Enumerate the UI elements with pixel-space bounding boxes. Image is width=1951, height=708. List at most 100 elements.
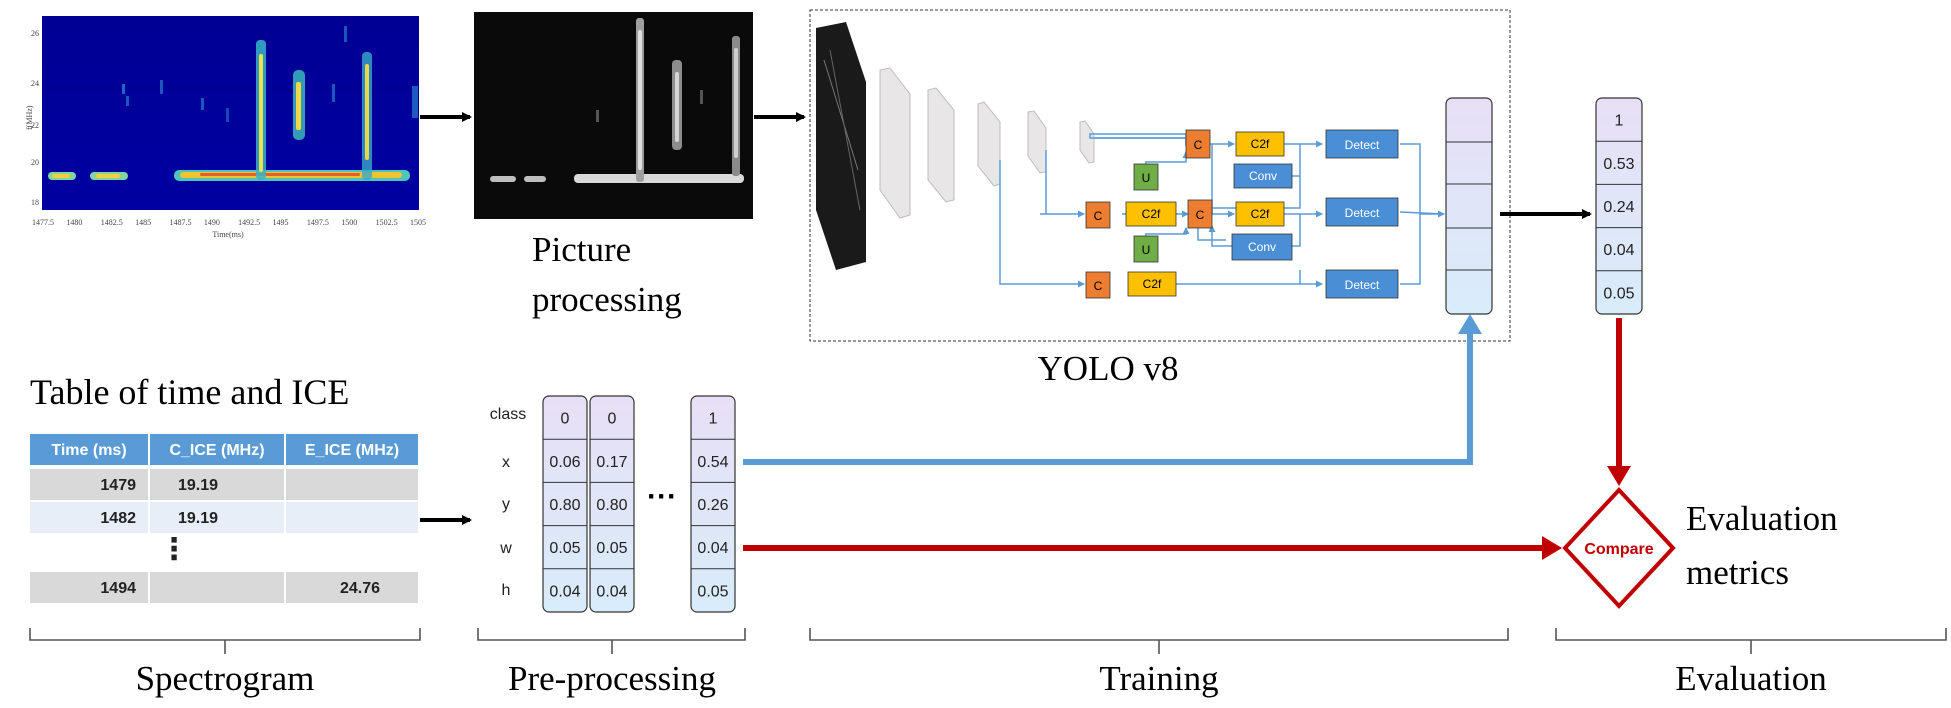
spectrogram-y-tick: 24 bbox=[31, 79, 39, 88]
evaluation-metrics-line2: metrics bbox=[1686, 553, 1789, 592]
preprocessing-row-label: w bbox=[499, 540, 512, 557]
table-cell bbox=[150, 469, 284, 500]
preprocessing-vector bbox=[589, 395, 635, 613]
table-header-label: Time (ms) bbox=[51, 442, 126, 459]
yolo-panel: C C2f U Conv C C2f C C2f bbox=[809, 9, 1511, 342]
backbone-feature-maps bbox=[816, 22, 1095, 270]
preprocessing-vector-value: 0.05 bbox=[596, 540, 627, 557]
block-u-bottom: U bbox=[1133, 235, 1159, 263]
table-title: Table of time and ICE bbox=[30, 372, 349, 412]
svg-text:U: U bbox=[1142, 243, 1151, 257]
table-header-cell bbox=[150, 434, 284, 465]
block-c2f-bottom: C2f bbox=[1127, 271, 1177, 297]
spectrogram-x-tick: 1487.5 bbox=[169, 218, 191, 227]
output-vector-value: 0.04 bbox=[1603, 242, 1634, 259]
spectrogram-x-tick: 1480 bbox=[66, 218, 82, 227]
spectrogram-y-tick: 18 bbox=[31, 198, 39, 207]
preprocessing-labels: class x y w h bbox=[490, 406, 526, 599]
detect-head-middle: Detect bbox=[1325, 197, 1399, 227]
preprocessing-vectors: 00.060.800.050.0400.170.800.050.0410.540… bbox=[542, 395, 736, 613]
svg-text:C2f: C2f bbox=[1142, 207, 1161, 221]
preprocessing-vector-value: 0.04 bbox=[697, 540, 728, 557]
block-conv-bottom: Conv bbox=[1231, 233, 1293, 261]
table-cell bbox=[30, 572, 148, 603]
spectrogram-x-tick: 1495 bbox=[273, 218, 289, 227]
svg-text:U: U bbox=[1142, 171, 1151, 185]
svg-text:C2f: C2f bbox=[1143, 277, 1162, 291]
table-header-cell bbox=[30, 434, 148, 465]
stage-label-spectrogram: Spectrogram bbox=[136, 659, 315, 698]
preprocessing-row-label: h bbox=[502, 582, 511, 599]
svg-text:C: C bbox=[1094, 279, 1103, 293]
evaluation-metrics-line1: Evaluation bbox=[1686, 499, 1838, 538]
spectrogram-x-tick: 1482.5 bbox=[101, 218, 123, 227]
table-header-label: E_ICE (MHz) bbox=[305, 442, 399, 459]
detect-head-top: Detect bbox=[1325, 129, 1399, 159]
brace-evaluation bbox=[1555, 628, 1947, 654]
preprocessing-vector-value: 0.26 bbox=[697, 497, 728, 514]
table-cell bbox=[286, 502, 418, 533]
table-cell bbox=[150, 502, 284, 533]
spectrogram-x-tick: 1485 bbox=[135, 218, 151, 227]
spectrogram-x-tick: 1497.5 bbox=[307, 218, 329, 227]
prediction-vector bbox=[1445, 97, 1493, 315]
block-c-top: C bbox=[1185, 129, 1211, 159]
preprocessing-vector bbox=[542, 395, 588, 613]
table-cell-value: 19.19 bbox=[178, 477, 218, 494]
table-cell bbox=[30, 469, 148, 500]
svg-text:C: C bbox=[1194, 138, 1203, 152]
spectrogram-y-tick: 20 bbox=[31, 158, 39, 167]
preprocessing-vector-value: 0.05 bbox=[549, 540, 580, 557]
svg-text:C2f: C2f bbox=[1251, 137, 1270, 151]
preprocessing-vector-value: 0.04 bbox=[596, 583, 627, 600]
yolo-title: YOLO v8 bbox=[1038, 349, 1179, 388]
preprocessing-row-label: x bbox=[502, 454, 510, 471]
stage-braces bbox=[29, 628, 1947, 654]
table-cell bbox=[30, 535, 148, 566]
spectrogram-x-tick: 1490 bbox=[204, 218, 220, 227]
table-cell bbox=[286, 535, 418, 566]
output-vector-value: 0.53 bbox=[1603, 156, 1634, 173]
brace-preprocessing bbox=[477, 628, 746, 654]
arrow-labels-to-yolo bbox=[743, 330, 1473, 465]
table-header-cell bbox=[286, 434, 418, 465]
output-vector-value: 0.05 bbox=[1603, 285, 1634, 302]
svg-text:C: C bbox=[1196, 208, 1205, 222]
preprocessing-vector-value: 1 bbox=[709, 411, 718, 428]
spectrogram-y-label: f(MHz) bbox=[25, 105, 34, 130]
svg-text:Detect: Detect bbox=[1345, 278, 1380, 292]
table-cell bbox=[286, 572, 418, 603]
preprocessing-vector-value: 0.06 bbox=[549, 454, 580, 471]
block-c-bottom: C bbox=[1085, 271, 1111, 299]
preprocessing-vector-value: 0.54 bbox=[697, 454, 728, 471]
block-u-top: U bbox=[1133, 163, 1159, 191]
spectrogram-x-tick: 1500 bbox=[341, 218, 357, 227]
stage-label-training: Training bbox=[1099, 659, 1218, 698]
output-vector-value: 1 bbox=[1615, 113, 1624, 130]
preprocessing-row-label: y bbox=[502, 496, 510, 513]
table-cell-value: 1479 bbox=[100, 477, 136, 494]
preprocessing-vector-value: 0.17 bbox=[596, 454, 627, 471]
svg-text:Conv: Conv bbox=[1249, 169, 1277, 183]
grayscale-image bbox=[474, 12, 753, 219]
preprocessing-row-label: class bbox=[490, 406, 526, 423]
block-c-mid-left: C bbox=[1085, 201, 1111, 229]
preprocessing-vector-value: 0 bbox=[561, 411, 570, 428]
preprocessing-vector-value: 0.05 bbox=[697, 583, 728, 600]
preprocessing-vector bbox=[690, 395, 736, 613]
svg-text:Detect: Detect bbox=[1345, 206, 1380, 220]
block-c2f-mid: C2f bbox=[1235, 201, 1285, 227]
spectrogram-x-tick: 1492.5 bbox=[238, 218, 260, 227]
svg-text:Conv: Conv bbox=[1248, 240, 1276, 254]
svg-text:Compare: Compare bbox=[1584, 541, 1653, 558]
preprocessing-vector-value: 0 bbox=[608, 411, 617, 428]
preprocessing-ellipsis: ··· bbox=[647, 480, 677, 513]
brace-training bbox=[809, 628, 1509, 654]
yolo-dashed-frame bbox=[809, 9, 1511, 342]
picture-processing-label-line1: Picture bbox=[532, 230, 631, 269]
table-cell-value: 1482 bbox=[100, 510, 136, 527]
spectrogram-x-tick: 1505 bbox=[410, 218, 426, 227]
spectrogram-x-tick: 1477.5 bbox=[32, 218, 54, 227]
block-conv-top: Conv bbox=[1233, 163, 1293, 189]
